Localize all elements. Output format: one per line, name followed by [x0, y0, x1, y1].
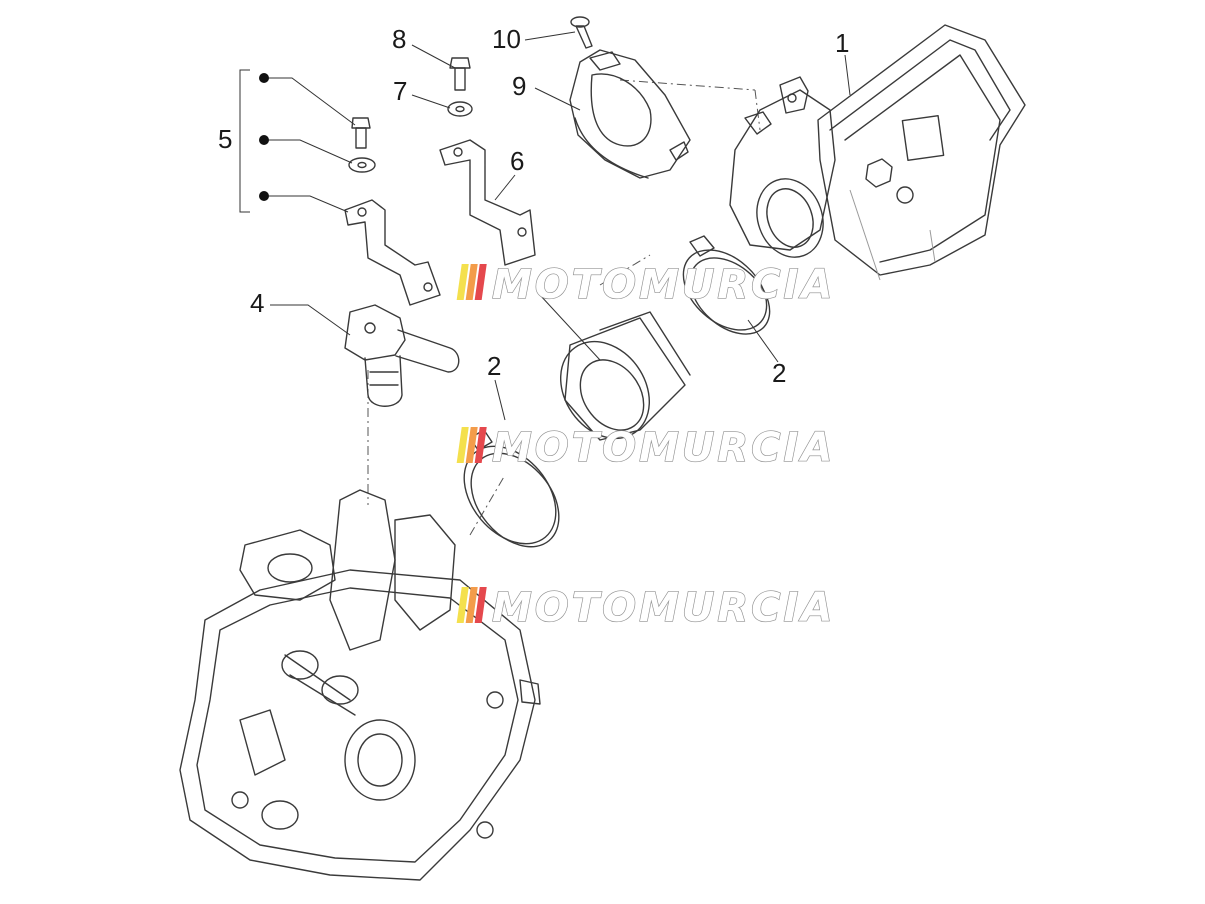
bullet-dot — [259, 191, 269, 201]
cover-screw — [570, 16, 593, 49]
leader-lines — [239, 31, 851, 421]
bracket-washer — [447, 101, 473, 117]
bracket-bolt — [449, 57, 471, 91]
callout-7: 7 — [393, 76, 407, 106]
watermark-middle: MOTOMURCIA — [456, 424, 835, 472]
cylinder-head — [179, 489, 541, 881]
fuel-injector — [344, 304, 460, 407]
throttle-body — [729, 24, 1026, 281]
watermark-bottom: MOTOMURCIA — [456, 584, 835, 632]
bracket-left-set — [344, 117, 441, 306]
watermark-stripe — [474, 427, 487, 463]
watermark-top: MOTOMURCIA — [456, 261, 835, 309]
callout-5: 5 — [218, 124, 232, 154]
watermark-text: MOTOMURCIA — [492, 425, 835, 471]
callout-1: 1 — [835, 28, 849, 58]
callout-6: 6 — [510, 146, 524, 176]
watermark-stripe — [465, 264, 478, 300]
callout-10: 10 — [492, 24, 521, 54]
watermark-text: MOTOMURCIA — [492, 585, 835, 631]
set-bullets — [259, 73, 269, 201]
bullet-dot — [259, 135, 269, 145]
watermark-stripe — [465, 427, 478, 463]
callout-labels: 1 2 2 4 5 6 7 8 9 10 — [218, 24, 849, 388]
watermark-stripe — [456, 264, 469, 300]
watermark-stripe — [474, 587, 487, 623]
callout-2-left: 2 — [487, 351, 501, 381]
watermark-stripe — [474, 264, 487, 300]
callout-8: 8 — [392, 24, 406, 54]
callout-2-right: 2 — [772, 358, 786, 388]
callout-9: 9 — [512, 71, 526, 101]
bracket-right — [439, 139, 536, 266]
watermark-stripe — [456, 427, 469, 463]
throttle-cover — [569, 49, 691, 179]
callout-4: 4 — [250, 288, 264, 318]
hose-clamp-upper — [682, 235, 771, 335]
hose-clamp-lower — [463, 429, 560, 548]
watermark-text: MOTOMURCIA — [492, 262, 835, 308]
watermark-stripe — [456, 587, 469, 623]
intake-manifold — [559, 311, 691, 441]
watermark-stripe — [465, 587, 478, 623]
bullet-dot — [259, 73, 269, 83]
